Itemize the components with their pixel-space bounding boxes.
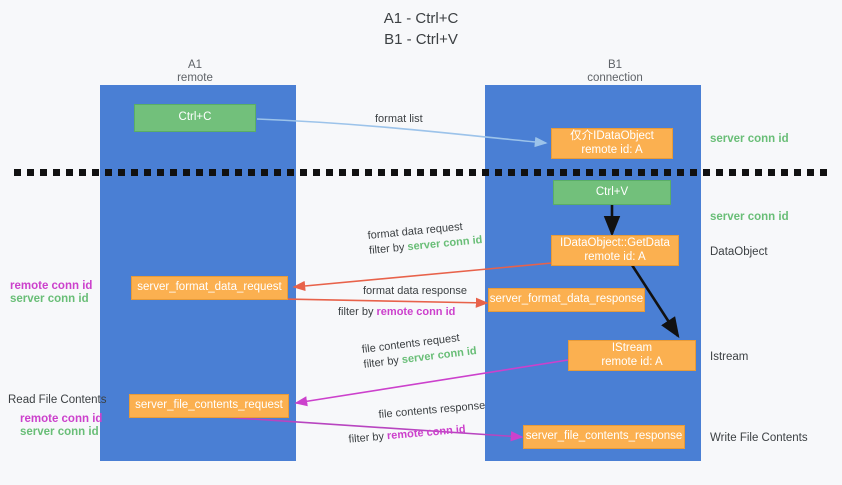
node-server-file-contents-response[interactable]: server_file_contents_response xyxy=(523,425,685,449)
edge-label-format-data-response-text: format data response xyxy=(363,285,467,297)
right-label-write-file-contents: Write File Contents xyxy=(710,432,808,444)
node-server-format-data-request-label: server_format_data_request xyxy=(137,281,282,294)
lane-header-a1-sub: remote xyxy=(177,72,213,84)
arrow-file-contents-request xyxy=(294,359,569,407)
right-label-server-conn-id-2: server conn id xyxy=(710,211,789,223)
lane-header-b1-sub: connection xyxy=(587,72,643,84)
node-getdata-label: IDataObject::GetData xyxy=(560,237,670,249)
node-ctrl-v[interactable]: Ctrl+V xyxy=(553,180,671,205)
right-label-dataobject: DataObject xyxy=(710,246,768,258)
left-label-read-file-contents: Read File Contents xyxy=(8,394,107,406)
left-label-remote-conn-id-2: remote conn id xyxy=(20,413,103,425)
node-ctrl-c-label: Ctrl+C xyxy=(178,111,212,124)
page-title: A1 - Ctrl+C B1 - Ctrl+V xyxy=(0,8,842,50)
edge-label-format-data-response: format data response filter by remote co… xyxy=(338,284,467,320)
node-idataobject-getdata[interactable]: IDataObject::GetData remote id: A xyxy=(551,235,679,266)
phase-divider xyxy=(14,169,830,176)
filter-prefix: filter by xyxy=(348,430,388,446)
node-idataobject-top-sub: remote id: A xyxy=(581,143,643,156)
node-server-format-data-response-label: server_format_data_response xyxy=(489,293,644,306)
left-label-remote-conn-id-1: remote conn id xyxy=(10,280,93,292)
edge-label-format-data-response-filter: filter by remote conn id xyxy=(338,305,467,320)
arrow-getdata-istream xyxy=(630,264,680,339)
right-label-server-conn-id-1: server conn id xyxy=(710,133,789,145)
filter-prefix: filter by xyxy=(338,306,377,318)
node-ctrl-c[interactable]: Ctrl+C xyxy=(134,104,256,132)
node-server-file-contents-request-label: server_file_contents_request xyxy=(135,399,283,412)
node-idataobject-top[interactable]: 仅介IDataObject remote id: A xyxy=(551,128,673,159)
arrow-format-list xyxy=(256,118,548,148)
left-label-server-conn-id-1: server conn id xyxy=(10,293,89,305)
title-line-1: A1 - Ctrl+C xyxy=(383,10,459,27)
title-line-2: B1 - Ctrl+V xyxy=(384,31,458,48)
node-server-format-data-request[interactable]: server_format_data_request xyxy=(131,276,288,300)
node-ctrl-v-label: Ctrl+V xyxy=(595,185,629,198)
filter-value-remote-conn-id: remote conn id xyxy=(376,306,456,318)
arrow-format-data-request xyxy=(292,262,553,292)
node-server-file-contents-response-label: server_file_contents_response xyxy=(525,430,683,443)
node-getdata-sub: remote id: A xyxy=(584,250,646,263)
node-istream-label: IStream xyxy=(611,342,653,354)
lane-header-a1: A1 remote xyxy=(130,59,260,85)
node-server-format-data-response[interactable]: server_format_data_response xyxy=(488,288,645,312)
lane-header-b1: B1 connection xyxy=(550,59,680,85)
filter-prefix: filter by xyxy=(362,354,403,371)
right-label-istream: Istream xyxy=(710,351,749,363)
node-server-file-contents-request[interactable]: server_file_contents_request xyxy=(129,394,289,418)
left-label-server-conn-id-2: server conn id xyxy=(20,426,99,438)
filter-prefix: filter by xyxy=(368,241,409,257)
node-istream[interactable]: IStream remote id: A xyxy=(568,340,696,371)
node-istream-sub: remote id: A xyxy=(601,355,663,368)
lane-header-a1-name: A1 xyxy=(187,59,203,71)
lane-header-b1-name: B1 xyxy=(607,59,623,71)
edge-label-format-list: format list xyxy=(375,113,423,125)
node-idataobject-top-label: 仅介IDataObject xyxy=(570,130,654,142)
